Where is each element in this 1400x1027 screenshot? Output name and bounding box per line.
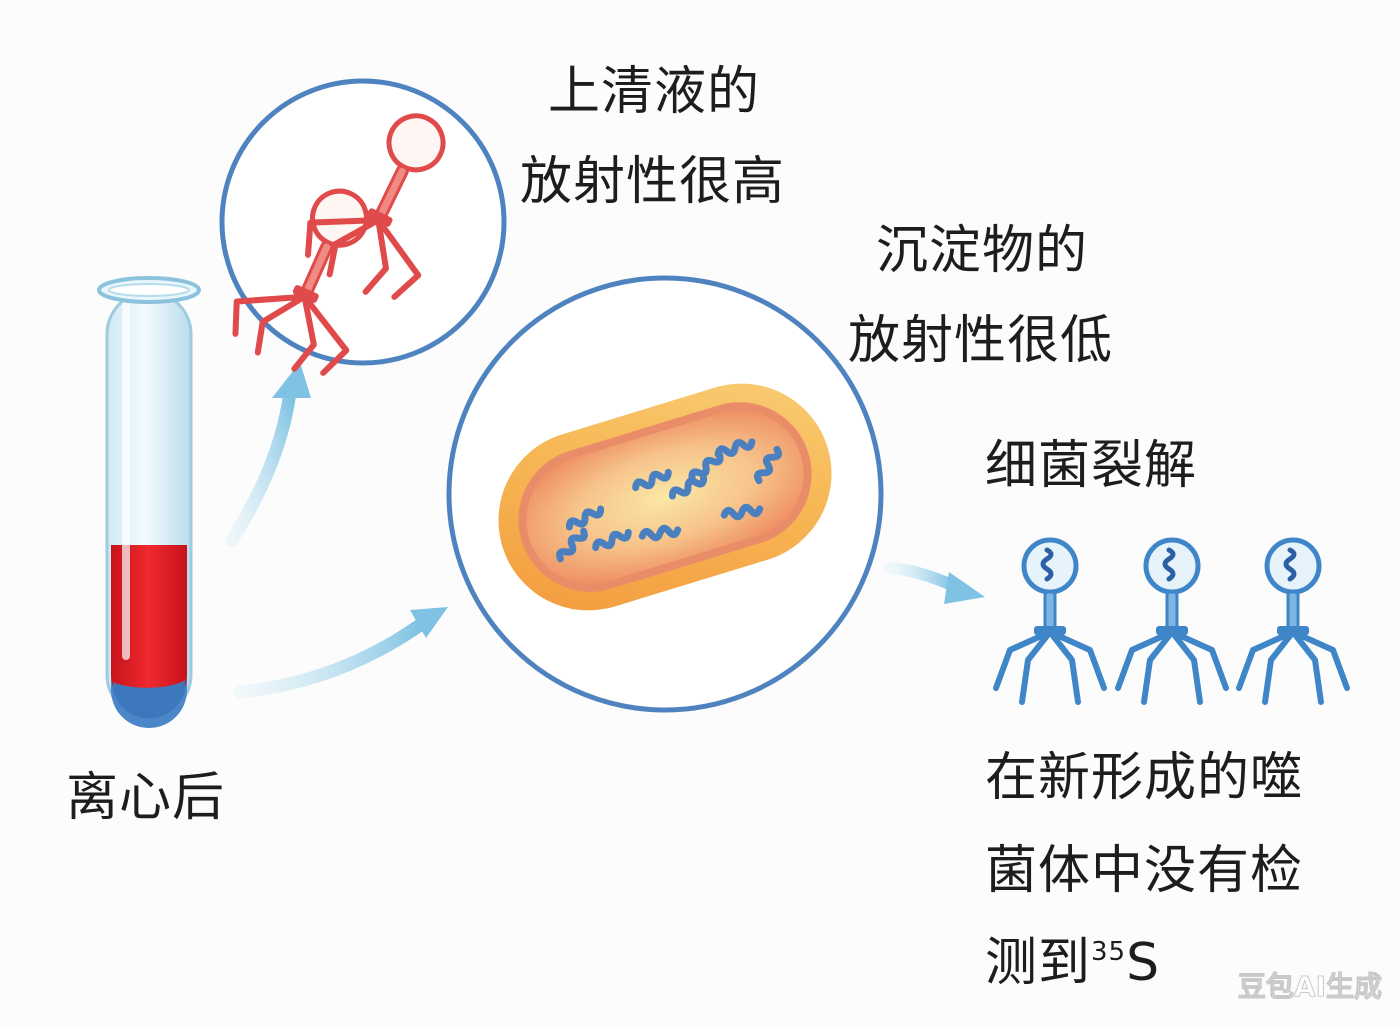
dna-fragment-icon — [688, 451, 724, 483]
dna-fragment-icon — [592, 528, 632, 552]
sediment-label-line2: 放射性很低 — [848, 311, 1114, 371]
bacteriophage-icon — [232, 188, 370, 376]
supernatant-label-line1: 上清液的 — [548, 62, 761, 122]
bacteriophage-icon — [1115, 537, 1229, 705]
dna-fragment-icon — [556, 527, 588, 563]
arrow-icon — [225, 362, 311, 547]
bacteriophage-icon — [1236, 537, 1350, 705]
dna-fragment-icon — [565, 505, 605, 531]
sediment-label-line1: 沉淀物的 — [876, 221, 1089, 281]
lysis-label: 细菌裂解 — [985, 436, 1198, 496]
supernatant-label-line2: 放射性很高 — [520, 152, 786, 212]
centrifuge-label: 离心后 — [66, 768, 226, 828]
result-label-line3: 测到35S — [985, 937, 1160, 989]
test-tube-icon — [97, 276, 201, 728]
result-label-line2: 菌体中没有检 — [985, 841, 1304, 901]
dna-fragment-icon — [632, 468, 672, 492]
bacteriophage-icon — [993, 537, 1107, 705]
dna-fragment-group — [556, 438, 783, 563]
isotope-symbol: S — [1126, 933, 1161, 993]
arrow-icon — [233, 607, 448, 699]
blue-phage-group — [993, 537, 1350, 705]
watermark: 豆包AI生成 — [1237, 970, 1382, 1004]
isotope-mass-number: 35 — [1091, 937, 1127, 967]
dna-fragment-icon — [720, 503, 764, 521]
dna-fragment-icon — [714, 438, 756, 458]
red-phage-group — [232, 113, 446, 376]
dna-fragment-icon — [753, 445, 783, 485]
result-label-line1: 在新形成的噬 — [985, 748, 1304, 808]
arrow-icon — [884, 562, 985, 604]
result-label-prefix: 测到 — [985, 933, 1092, 993]
bacteriophage-icon — [305, 113, 446, 300]
dna-fragment-icon — [638, 524, 682, 542]
dna-fragment-icon — [668, 474, 708, 500]
